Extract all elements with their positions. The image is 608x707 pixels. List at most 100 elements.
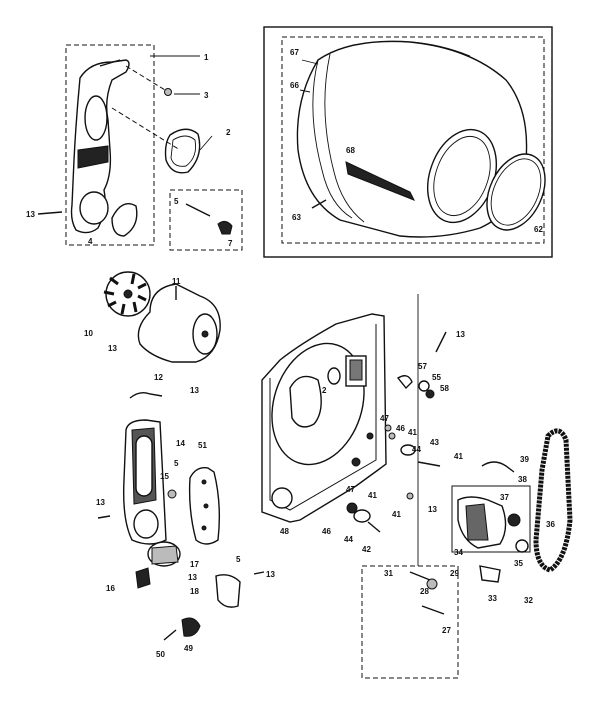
drum-rib-1 (312, 59, 353, 219)
rear-panel-port (289, 375, 322, 428)
blower-hub (123, 289, 133, 299)
callout-13-clip: 13 (190, 386, 199, 395)
spring-39 (481, 461, 515, 473)
leader-66 (299, 89, 311, 93)
motor-group (361, 294, 573, 679)
callout-44: 44 (412, 445, 421, 454)
thermostat-box (169, 189, 243, 251)
pin-31 (409, 571, 431, 581)
blower-housing-hub (201, 330, 209, 338)
screw-50 (163, 629, 177, 641)
callout-13-panel: 13 (456, 330, 465, 339)
parts-box-27 (361, 565, 459, 679)
motor-pulley-36 (507, 513, 521, 527)
callout-4: 4 (88, 237, 93, 246)
lint-filter-hole-2 (203, 503, 209, 509)
washer-46 (388, 432, 396, 440)
callout-43: 43 (430, 438, 439, 447)
callout-2-panel: 2 (322, 386, 327, 395)
screw-13-lint (97, 515, 111, 519)
pin-27 (421, 605, 445, 615)
rear-panel-lower-hole (271, 487, 293, 509)
callout-66: 66 (290, 81, 299, 90)
callout-3: 3 (204, 91, 209, 100)
bolt-13-idler (406, 492, 414, 500)
drum-box (263, 26, 553, 258)
drum-top-rim (409, 41, 471, 57)
callout-50: 50 (156, 650, 165, 659)
screw-13-shaft (37, 211, 63, 215)
rear-panel-stud (366, 432, 374, 440)
callout-57: 57 (418, 362, 427, 371)
callout-33: 33 (488, 594, 497, 603)
callout-10: 10 (84, 329, 93, 338)
callout-13-lint: 13 (96, 498, 105, 507)
callout-1: 1 (204, 53, 209, 62)
callout-48: 48 (280, 527, 289, 536)
lint-slot (135, 435, 153, 497)
callout-13-right: 13 (266, 570, 275, 579)
lint-filter-hole-3 (201, 525, 207, 531)
part-49 (181, 617, 201, 637)
callout-7: 7 (228, 239, 233, 248)
callout-17: 17 (190, 560, 199, 569)
callout-62: 62 (534, 225, 543, 234)
duct-upper-opening (84, 95, 108, 141)
idler-47 (346, 502, 358, 514)
bracket-18 (215, 574, 241, 608)
callout-16: 16 (106, 584, 115, 593)
callout-11: 13 (108, 344, 117, 353)
belt-32 (533, 428, 573, 573)
leader-67 (301, 59, 319, 65)
callout-5-fan: 5 (236, 555, 241, 564)
exhaust-duct-group (37, 44, 243, 251)
callout-13-blower: 11 (172, 277, 181, 286)
part-16 (135, 567, 151, 589)
pulley-35 (515, 539, 529, 553)
callout-46: 46 (396, 424, 405, 433)
callout-47: 47 (380, 414, 389, 423)
lint-duct-group (97, 391, 265, 641)
duct-seal-inner (170, 135, 197, 167)
drum-rear-lip (433, 136, 491, 216)
washer-47 (384, 424, 392, 432)
blower-vanes (103, 273, 147, 315)
leader-2 (199, 135, 213, 151)
duct-cap (111, 203, 138, 237)
callout-2: 2 (226, 128, 231, 137)
motor-box (451, 485, 531, 553)
pulley-41 (400, 444, 416, 456)
callout-67: 67 (290, 48, 299, 57)
callout-49: 49 (184, 644, 193, 653)
callout-5-lint: 5 (174, 459, 179, 468)
wire-5 (185, 203, 211, 217)
callout-38: 38 (518, 475, 527, 484)
thermostat-7 (217, 220, 233, 235)
fastener-15 (167, 489, 177, 499)
drum-seal-62-inner (490, 158, 542, 226)
callout-68: 68 (346, 146, 355, 155)
part-58 (425, 389, 435, 399)
callout-41-shaft: 41 (454, 452, 463, 461)
callout-34: 34 (454, 548, 463, 557)
callout-41: 41 (408, 428, 417, 437)
idler-42 (367, 521, 381, 533)
callout-46-idler: 46 (322, 527, 331, 536)
callout-28: 28 (420, 587, 429, 596)
rear-panel-vent-grille (349, 359, 363, 381)
duct-band (77, 145, 109, 169)
blower-group (103, 271, 221, 363)
drum-group (263, 26, 553, 258)
screw-3 (164, 88, 172, 96)
lint-filter-hole-1 (201, 479, 207, 485)
duct-clip (99, 59, 121, 67)
rear-panel-hole-2 (327, 367, 341, 385)
shaft-43 (417, 461, 441, 467)
seal-leader (111, 107, 181, 151)
bracket-33 (479, 565, 501, 583)
callout-39: 39 (520, 455, 529, 464)
callout-13-fan: 13 (188, 573, 197, 582)
callout-32: 32 (524, 596, 533, 605)
callout-41-lower: 41 (392, 510, 401, 519)
exhaust-duct (70, 59, 130, 234)
